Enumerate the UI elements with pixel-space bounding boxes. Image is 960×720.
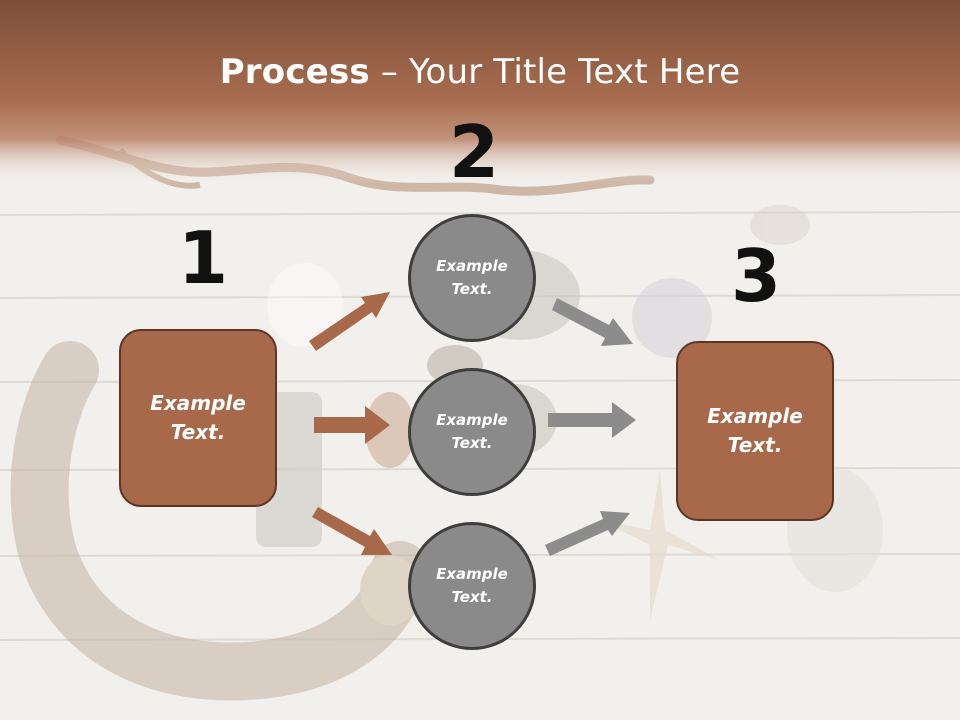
title-rest: – Your Title Text Here [369, 52, 741, 92]
circle-bottom-line2: Text. [451, 588, 493, 606]
arrow-left-to-middle [314, 406, 390, 444]
process-circle-bottom: Example Text. [408, 522, 536, 650]
circle-top-line1: Example [436, 257, 508, 275]
process-box-right: Example Text. [676, 341, 834, 521]
circle-middle-line1: Example [436, 411, 508, 429]
process-circle-top: Example Text. [408, 214, 536, 342]
step-number-2: 2 [449, 110, 500, 194]
box-left-line1: Example [150, 391, 246, 415]
step-number-3: 3 [731, 234, 782, 318]
circle-middle-line2: Text. [451, 434, 493, 452]
arrow-left-to-bottom [312, 507, 392, 555]
arrow-bottom-to-right [545, 511, 630, 556]
slide-title: Process – Your Title Text Here [0, 52, 960, 92]
circle-top-line2: Text. [451, 280, 493, 298]
header-band [0, 0, 960, 185]
circle-bottom-line1: Example [436, 565, 508, 583]
box-left-line2: Text. [170, 420, 226, 444]
arrow-top-to-right [552, 298, 633, 346]
box-right-line2: Text. [727, 433, 783, 457]
process-box-left: Example Text. [119, 329, 277, 507]
process-circle-middle: Example Text. [408, 368, 536, 496]
title-bold: Process [219, 52, 370, 92]
arrow-middle-to-right [548, 402, 636, 438]
box-right-line1: Example [707, 404, 803, 428]
step-number-1: 1 [178, 216, 229, 300]
arrow-left-to-top [309, 292, 390, 351]
